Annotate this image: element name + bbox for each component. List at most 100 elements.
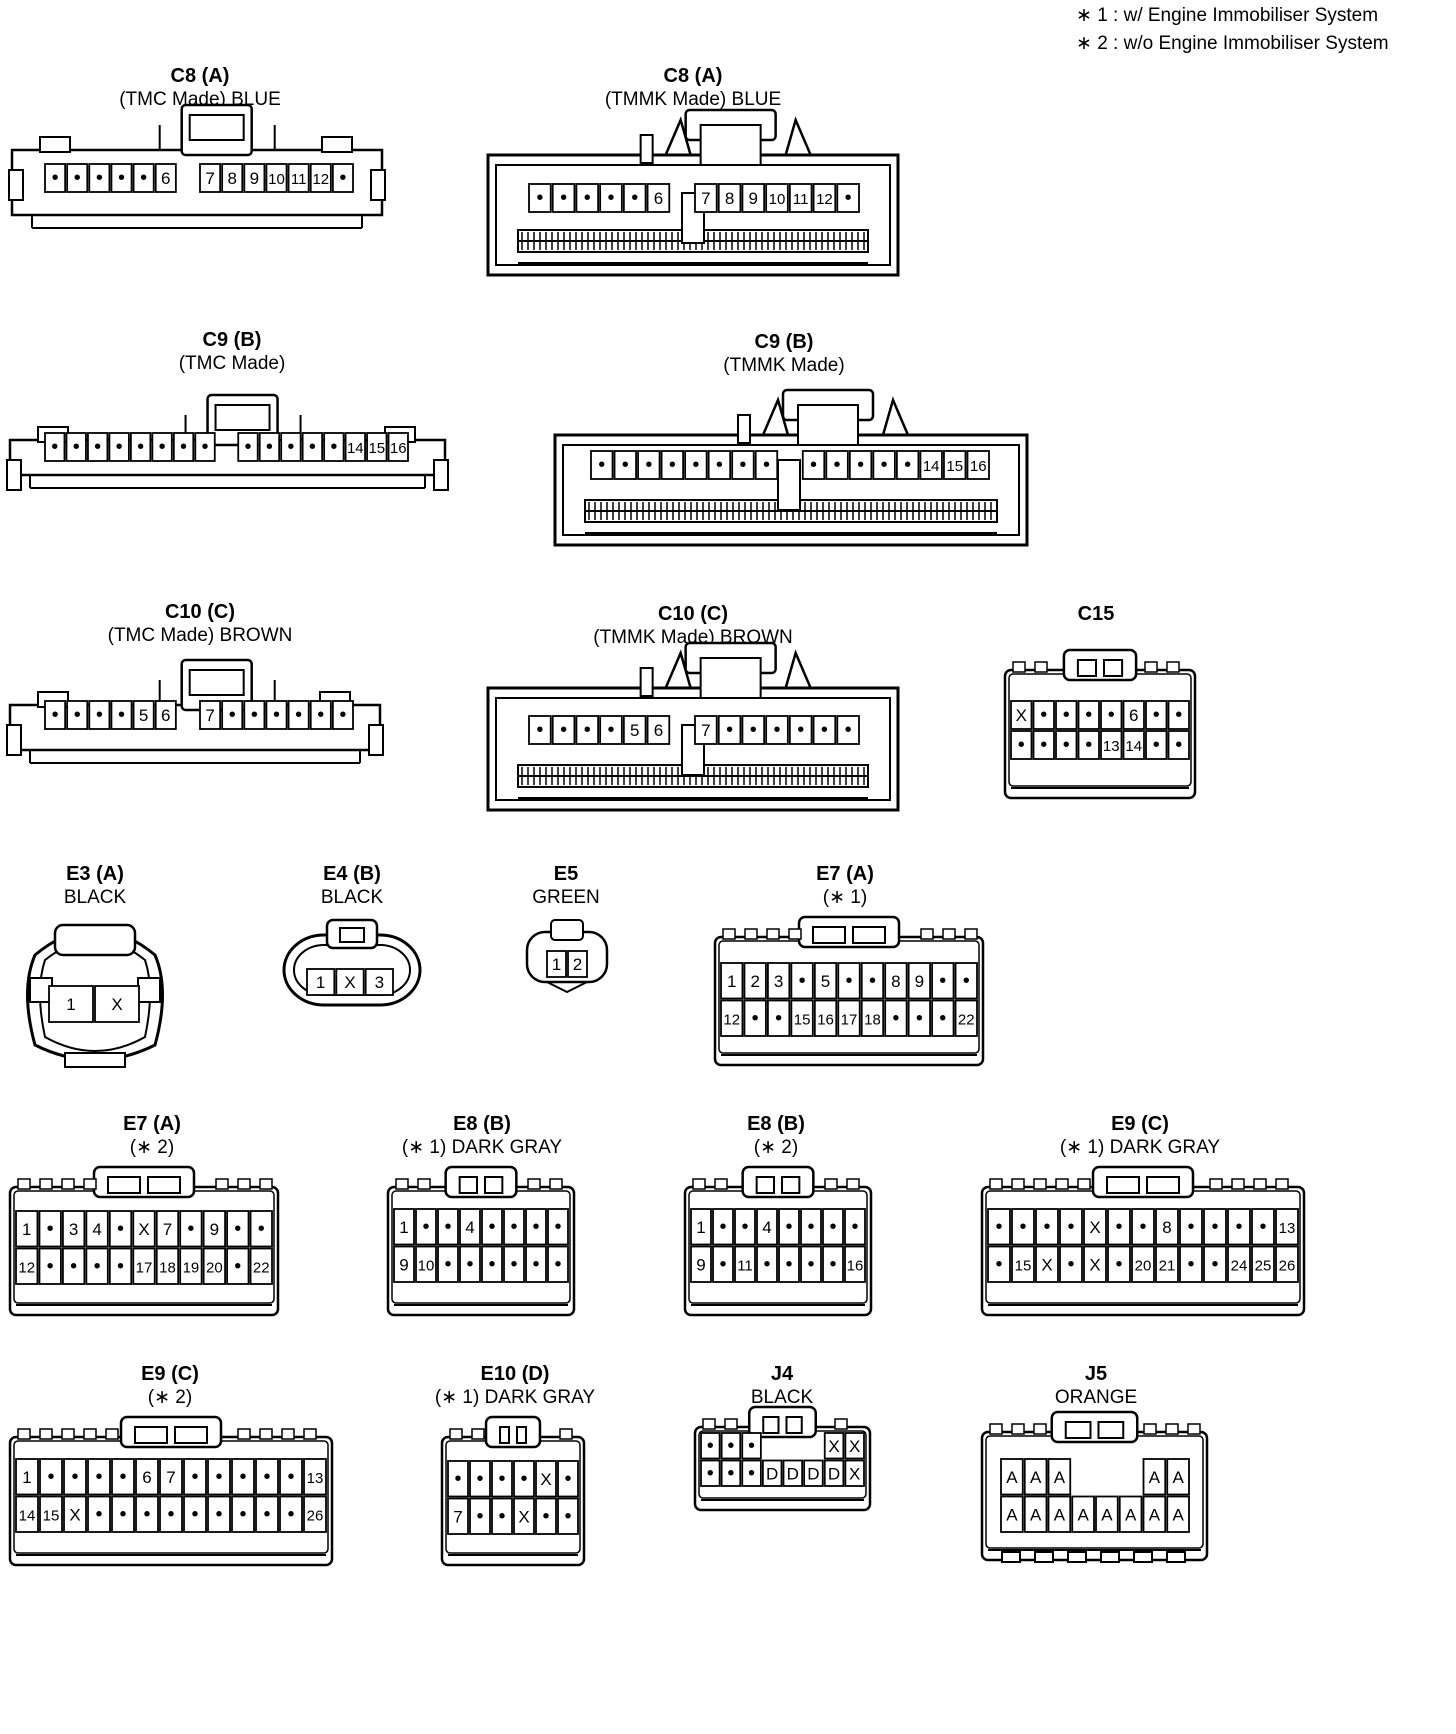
pin-cell: • [151,432,173,462]
pin-label: • [187,1218,194,1240]
pin-cell: • [954,962,978,1000]
pin-cell: • [1035,1208,1059,1246]
pin-label: • [799,970,806,992]
pin-cell: 9 [393,1245,415,1283]
pin-label: X [1089,1255,1100,1274]
pin-cell: • [765,715,789,745]
pin-label: 1 [399,1218,408,1237]
connector-e8b-2: E8 (B)(∗ 2)1••4••••9•11••••16 [683,1113,873,1317]
pin-cell: X [1083,1245,1107,1283]
pin-label: 10 [418,1257,435,1274]
pin-cell: • [265,700,288,730]
pin-cell: X [513,1497,535,1535]
pin-cell: 1 [15,1210,39,1248]
pin-label: • [607,719,614,741]
pin-label: • [707,1435,714,1457]
pin-label: • [454,1468,461,1490]
pin-cell: X [1010,700,1033,730]
pin-cell: 10 [415,1245,437,1283]
pin-label: • [1040,704,1047,726]
pin-cell: 12 [15,1247,39,1285]
pin-label: • [339,167,346,189]
pin-cell: • [720,1459,742,1487]
pin-label: • [904,454,911,476]
pin-cell: • [66,700,89,730]
pin-cell: • [108,1210,133,1248]
pin-cell: 16 [813,999,838,1037]
pin-cell: 5 [813,962,838,1000]
pin-label: • [71,1466,78,1488]
pin-cell: • [575,183,600,213]
pin-label: 22 [958,1011,975,1028]
pin-label: A [1030,1505,1042,1524]
pin-cell: • [207,1458,231,1496]
pin-label: • [763,454,770,476]
pin-label: 6 [161,706,170,725]
pin-cell: • [1059,1208,1083,1246]
pin-cell: 1 [306,968,336,996]
pin-cell: • [756,1245,778,1283]
pin-label: 1 [316,973,325,992]
pin-cell: X [1083,1208,1107,1246]
pin-label: 3 [375,973,384,992]
pin-label: • [1108,704,1115,726]
pin-label: • [47,1255,54,1277]
pin-label: • [1259,1216,1266,1238]
pin-label: • [532,1216,539,1238]
pin-label: • [631,187,638,209]
pin-label: • [834,454,841,476]
pin-cell: 11 [287,163,310,193]
pin-cell: • [848,450,873,480]
pin-cell: • [822,1208,844,1246]
pin-cell: 2 [567,950,588,978]
pin-cell: X [1035,1245,1059,1283]
pin-label: • [422,1216,429,1238]
pin-cell: 26 [303,1495,327,1533]
pin-label: 6 [654,721,663,740]
pin-cell: • [551,715,576,745]
pin-cell: • [179,1210,203,1248]
pin-cell: • [287,700,310,730]
pin-cell: 8 [1155,1208,1179,1246]
pin-cell: 11 [734,1245,756,1283]
pin-label: X [518,1507,529,1526]
pin-cell: 1 [690,1208,712,1246]
pin-cell: A [1071,1495,1095,1533]
pin-label: A [1006,1505,1018,1524]
pin-cell: • [557,1460,579,1498]
pin-cell: D [782,1459,804,1487]
pin-cell: • [415,1208,437,1246]
pin-cell: A [1023,1495,1048,1533]
pin-cell: • [788,715,813,745]
connector-title: E9 (C) [1111,1113,1169,1135]
pin-cell: • [535,1497,557,1535]
pin-label: 8 [725,189,734,208]
pin-cell: 6 [646,715,671,745]
pin-cell: • [1100,700,1123,730]
pin-cell: • [778,1245,800,1283]
pin-label: • [584,719,591,741]
pin-cell: • [1203,1245,1227,1283]
pin-label: 15 [368,440,385,457]
pin-cell: • [194,432,216,462]
pin-label: • [191,1503,198,1525]
pin-cell: 1 [546,950,567,978]
pin-label: • [287,1466,294,1488]
pin-cell: A [1047,1495,1072,1533]
pin-label: • [622,454,629,476]
pin-label: • [73,436,80,458]
pin-cell: A [1118,1495,1143,1533]
pin-cell: 9 [907,962,931,1000]
pin-cell: 26 [1275,1245,1299,1283]
connector-subtitle: GREEN [532,887,600,908]
pin-cell: • [720,1432,742,1460]
pin-cell: • [684,450,708,480]
pin-cell: X [63,1495,87,1533]
pin-cell: • [159,1495,183,1533]
pin-label: • [741,1216,748,1238]
pin-label: • [1115,1253,1122,1275]
pin-cell: • [712,1245,734,1283]
connector-title: C15 [1078,603,1115,625]
